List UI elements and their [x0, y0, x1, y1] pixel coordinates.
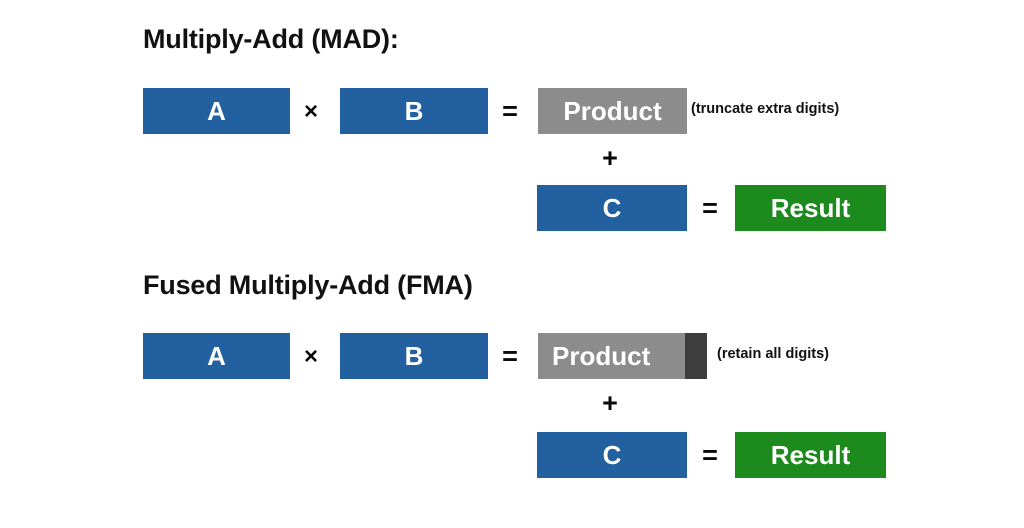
fma-section-title: Fused Multiply-Add (FMA)	[143, 270, 473, 300]
mad-product-label: Product	[563, 96, 662, 126]
mad-operand-a-label: A	[207, 96, 226, 126]
fma-addend-c-box: C	[537, 432, 687, 478]
mad-equals-operator-bottom: =	[702, 193, 718, 223]
mad-operand-b-box: B	[340, 88, 488, 134]
fma-product-note: (retain all digits)	[717, 346, 829, 362]
fma-plus-operator: +	[602, 388, 618, 418]
mad-operand-a-box: A	[143, 88, 290, 134]
mad-result-box: Result	[735, 185, 886, 231]
fma-equals-operator-bottom: =	[702, 440, 718, 470]
fma-result-label: Result	[770, 440, 851, 470]
mad-section-title: Multiply-Add (MAD):	[143, 24, 399, 54]
fma-product-label: Product	[552, 341, 651, 371]
mad-result-label: Result	[770, 193, 851, 223]
fma-operand-a-box: A	[143, 333, 290, 379]
mad-product-box: Product	[538, 88, 687, 134]
fma-equals-operator-top: =	[502, 341, 518, 371]
mad-operand-b-label: B	[404, 96, 424, 126]
fma-operand-b-box: B	[340, 333, 488, 379]
mad-multiply-operator: ×	[303, 98, 318, 125]
mad-plus-operator: +	[602, 143, 618, 173]
mad-equals-operator-top: =	[502, 96, 518, 126]
fma-operand-b-label: B	[404, 341, 424, 371]
mad-addend-c-box: C	[537, 185, 687, 231]
fma-multiply-operator: ×	[303, 343, 318, 370]
fma-product-box: Product	[538, 333, 707, 379]
mad-addend-c-label: C	[602, 193, 622, 223]
fma-result-box: Result	[735, 432, 886, 478]
fma-operand-a-label: A	[207, 341, 226, 371]
fma-addend-c-label: C	[602, 440, 622, 470]
fma-extra-digits-segment	[685, 333, 707, 379]
mad-product-note: (truncate extra digits)	[691, 101, 840, 117]
